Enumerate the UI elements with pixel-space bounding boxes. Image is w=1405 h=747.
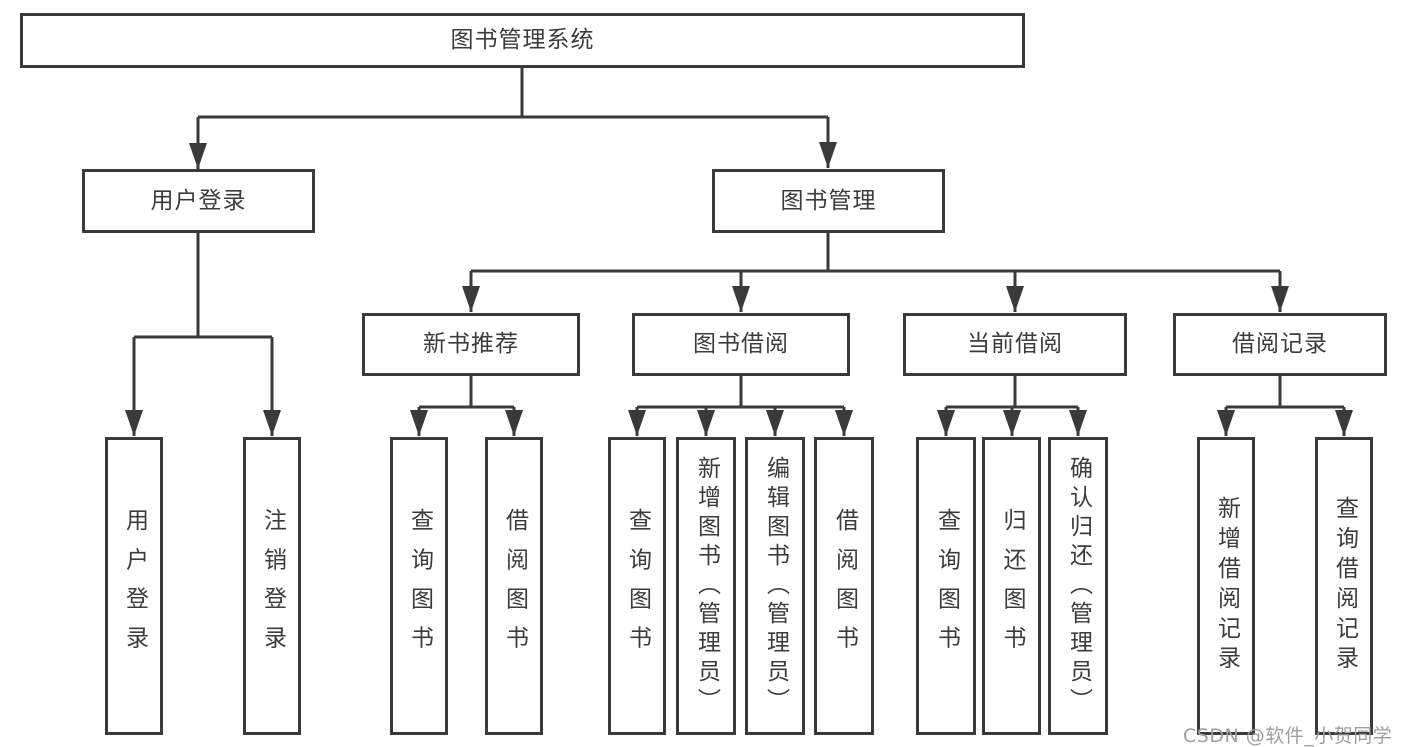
leaf-return-books: 归还图书 xyxy=(982,437,1041,735)
leaf-user-login: 用户登录 xyxy=(105,437,163,735)
leaf-add-borrow-record: 新增借阅记录 xyxy=(1197,437,1255,735)
node-book-borrowing: 图书借阅 xyxy=(632,313,850,376)
node-library-system: 图书管理系统 xyxy=(20,13,1025,68)
node-book-management: 图书管理 xyxy=(712,169,945,233)
watermark: CSDN @软件_小贺同学 xyxy=(1183,725,1393,747)
node-user-login: 用户登录 xyxy=(82,169,315,233)
leaf-query-books-recommend: 查询图书 xyxy=(390,437,448,735)
leaf-confirm-return-admin: 确认归还（管理员） xyxy=(1048,437,1108,735)
leaf-query-books-borrowing: 查询图书 xyxy=(608,437,666,735)
node-new-book-recommendation: 新书推荐 xyxy=(362,313,580,376)
node-current-borrowing: 当前借阅 xyxy=(903,313,1127,376)
leaf-borrow-books-recommend: 借阅图书 xyxy=(485,437,543,735)
leaf-logout: 注销登录 xyxy=(243,437,301,735)
leaf-query-borrow-record: 查询借阅记录 xyxy=(1315,437,1373,735)
leaf-query-books-current: 查询图书 xyxy=(916,437,976,735)
leaf-borrow-books-borrowing: 借阅图书 xyxy=(814,437,874,735)
leaf-edit-book-admin: 编辑图书（管理员） xyxy=(745,437,805,735)
node-borrowing-records: 借阅记录 xyxy=(1173,313,1387,376)
leaf-add-book-admin: 新增图书（管理员） xyxy=(676,437,736,735)
